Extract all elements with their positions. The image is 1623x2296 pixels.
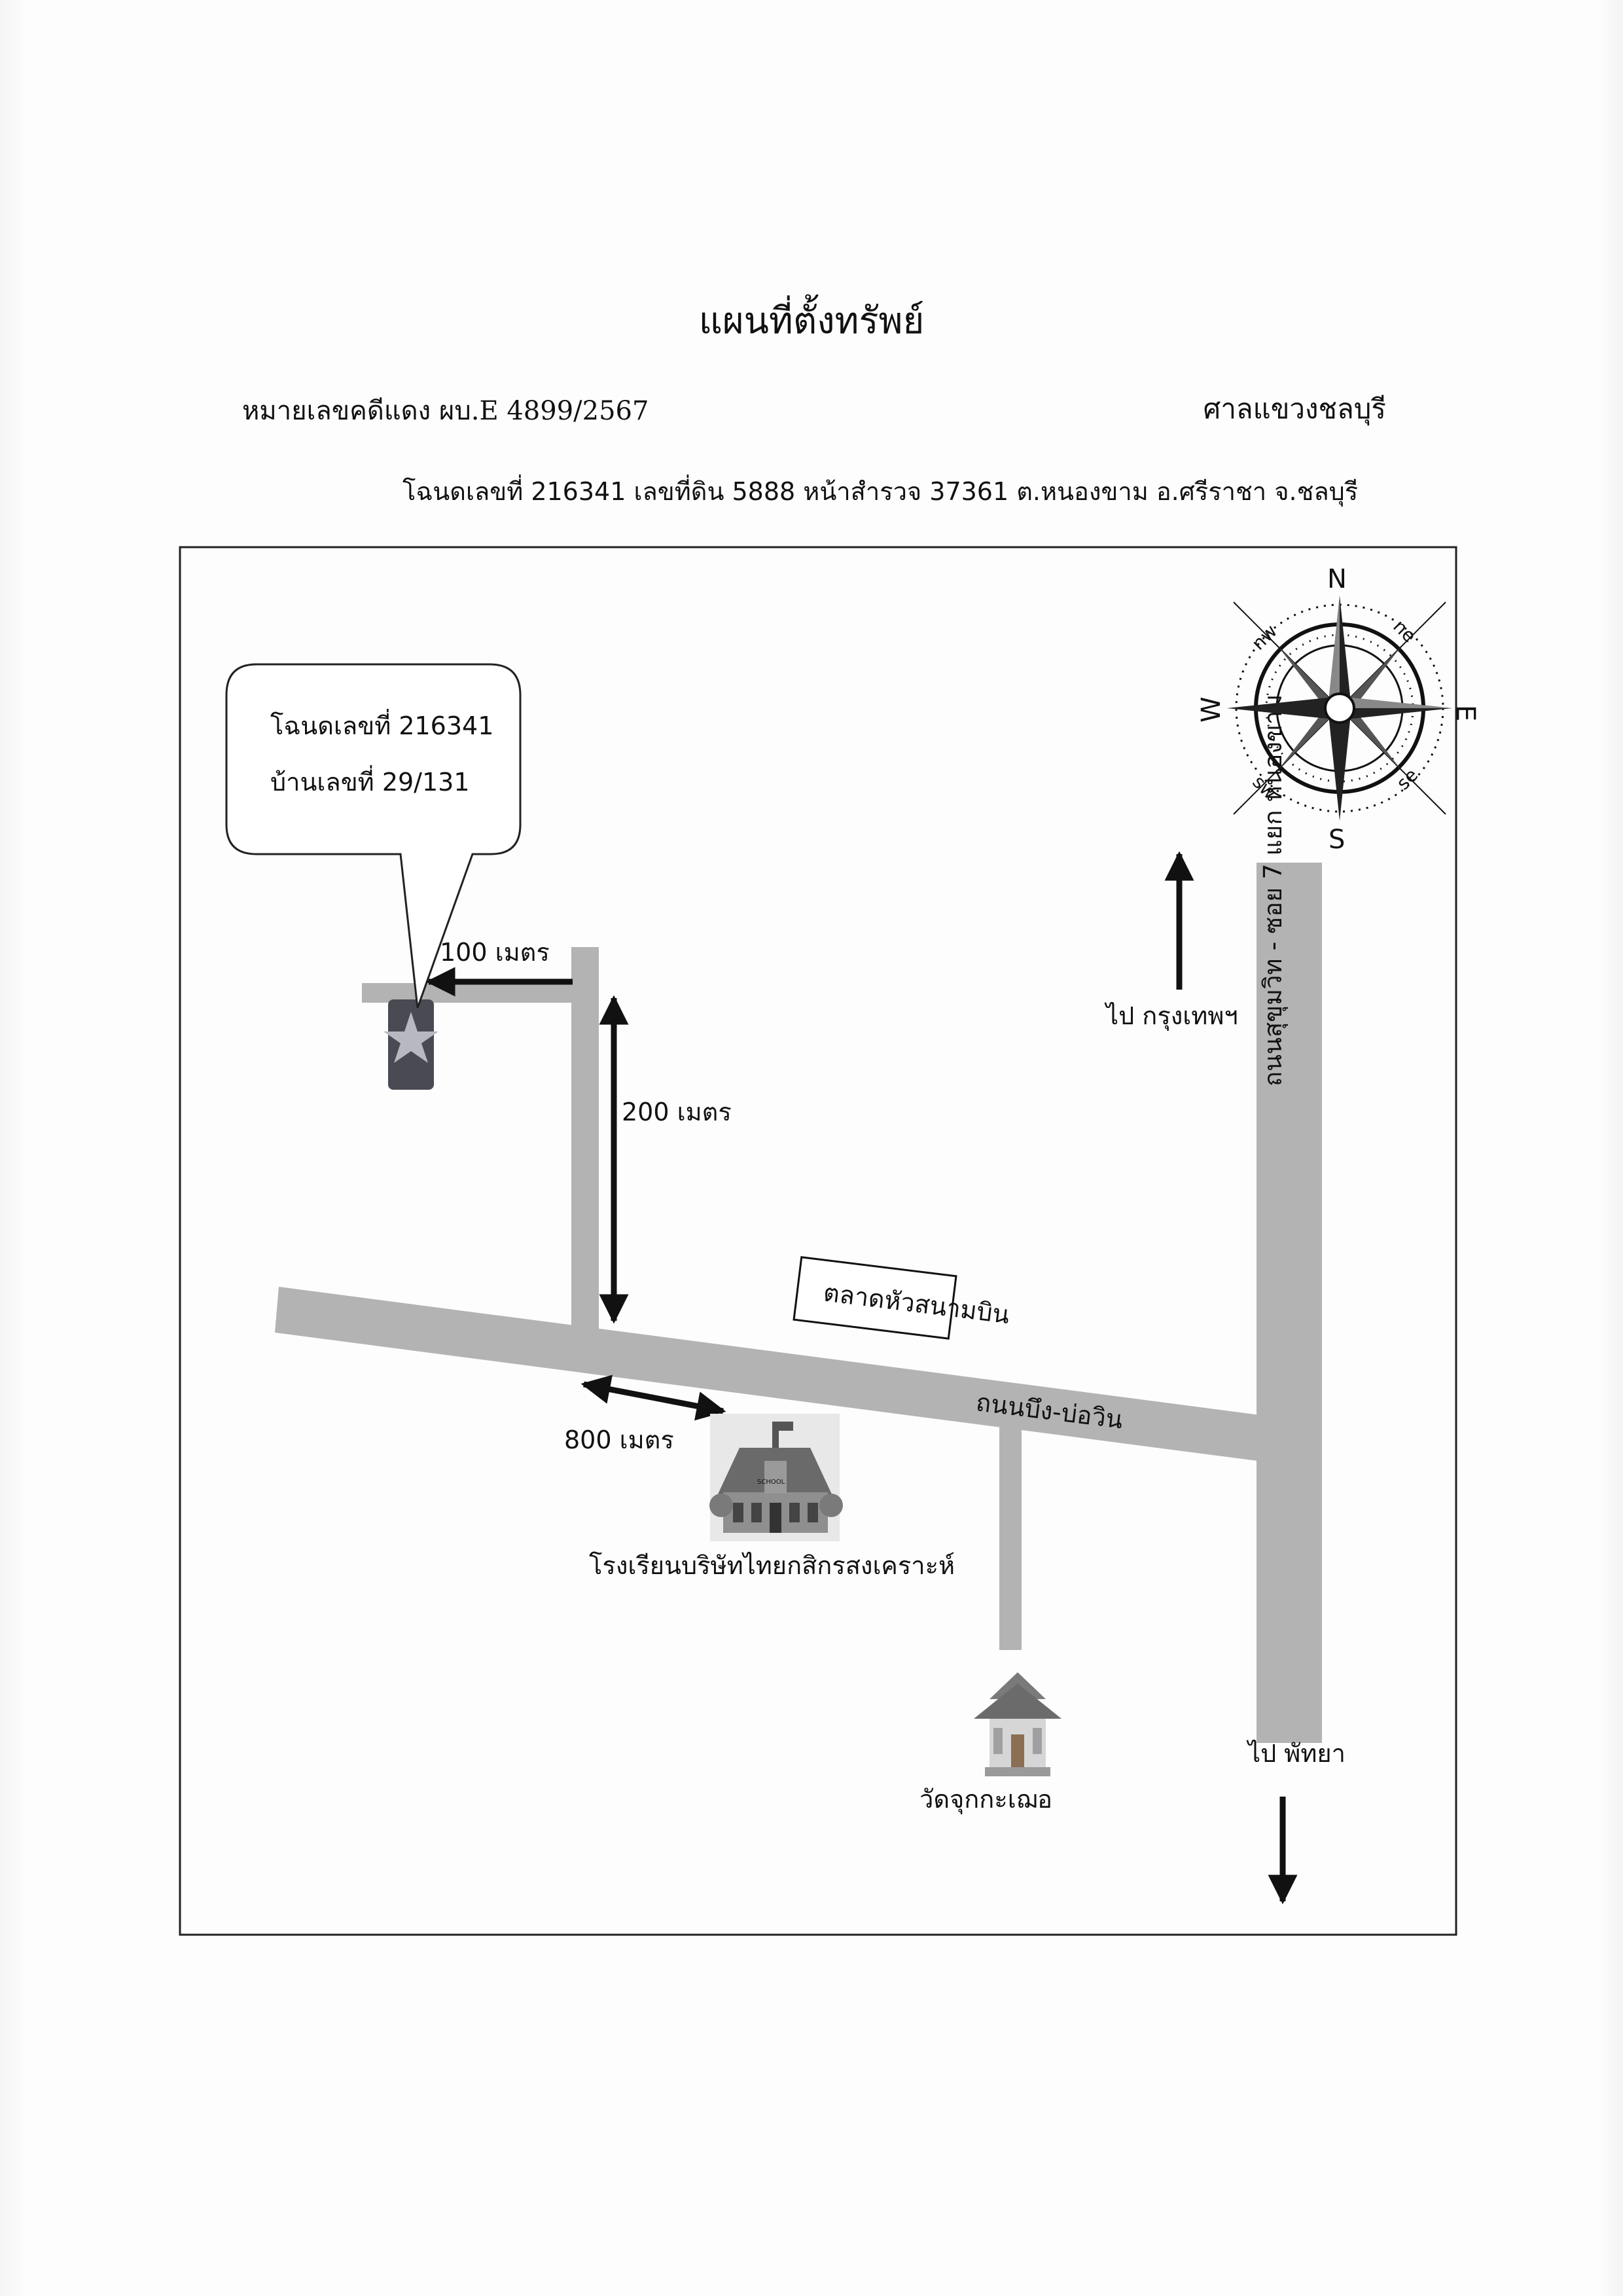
page-title: แผนที่ตั้งทรัพย์ (698, 300, 925, 342)
road-label-sukhumvit: ถนนสุขุมวิท - ซอย 7 แยก หนองขาม (1258, 694, 1288, 1086)
compass-nw: nw (1247, 620, 1281, 655)
case-number: หมายเลขคดีแดง ผบ.E 4899/2567 (242, 396, 649, 426)
label-to-bangkok: ไป กรุงเทพฯ (1104, 1001, 1238, 1031)
compass-e: E (1450, 705, 1480, 721)
distance-label-200m: 200 เมตร (622, 1098, 732, 1126)
market-box (793, 1256, 957, 1340)
temple-label: วัดจุกกะเฌอ (919, 1785, 1052, 1814)
school-sign: SCHOOL (757, 1479, 785, 1486)
road-bueng-bo-win (275, 1287, 1260, 1461)
star-icon (383, 1012, 438, 1063)
label-to-pattaya: ไป พัทยา (1246, 1739, 1346, 1768)
road-sukhumvit (1257, 863, 1322, 1743)
deed-info-line: โฉนดเลขที่ 216341 เลขที่ดิน 5888 หน้าสำร… (402, 477, 1359, 506)
road-soi-vertical (571, 947, 599, 1333)
callout-deed-number: โฉนดเลขที่ 216341 (270, 709, 493, 740)
compass-w: W (1196, 696, 1226, 723)
callout-bubble (225, 663, 522, 1009)
map-frame (179, 546, 1457, 1936)
temple-icon (974, 1672, 1061, 1776)
school-building-icon (709, 1414, 843, 1541)
road-temple-lane (999, 1424, 1022, 1650)
school-label: โรงเรียนบริษัทไทยกสิกรสงเคราะห์ (589, 1551, 955, 1580)
distance-label-100m: 100 เมตร (440, 938, 550, 967)
compass-s: S (1329, 825, 1345, 855)
callout-house-number: บ้านเลขที่ 29/131 (270, 765, 470, 797)
compass-n: N (1327, 564, 1347, 594)
court-name: ศาลแขวงชลบุรี (1203, 393, 1386, 425)
compass-rose-icon (1227, 596, 1452, 821)
distance-arrow-800m (580, 1374, 726, 1421)
distance-label-800m: 800 เมตร (564, 1426, 674, 1454)
